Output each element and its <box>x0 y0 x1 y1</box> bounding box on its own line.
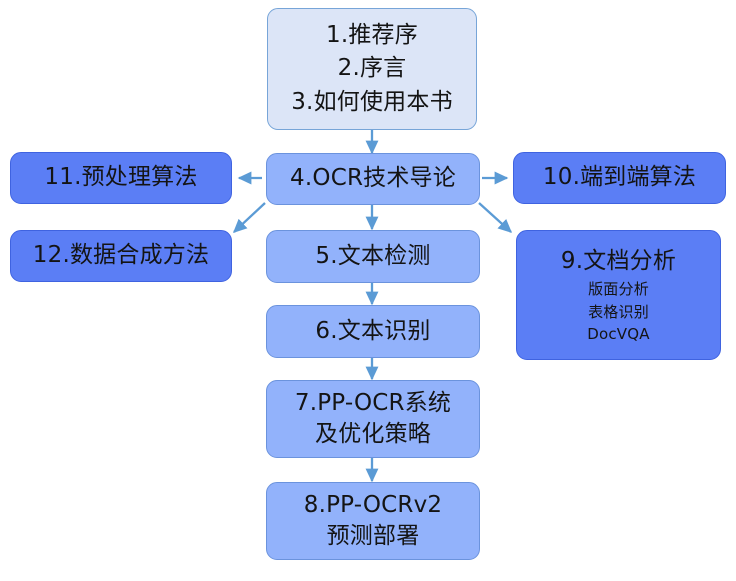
node-ch5-label: 5.文本检测 <box>315 242 431 269</box>
node-ch8-line-2: 预测部署 <box>326 523 420 549</box>
node-intro-line-3: 3.如何使用本书 <box>291 88 453 115</box>
node-ch6-label: 6.文本识别 <box>315 317 431 344</box>
node-ch9-document-analysis[interactable]: 9.文档分析 版面分析 表格识别 DocVQA <box>516 230 721 360</box>
node-ch8-line-1: 8.PP-OCRv2 <box>303 491 443 518</box>
node-ch9-label: 9.文档分析 <box>560 248 677 274</box>
node-ch6-text-recognition[interactable]: 6.文本识别 <box>266 305 480 358</box>
node-ch5-text-detection[interactable]: 5.文本检测 <box>266 230 480 283</box>
edge-ch4-to-ch9 <box>478 202 513 233</box>
node-ch4-label: 4.OCR技术导论 <box>290 165 456 192</box>
node-ch4-ocr-intro[interactable]: 4.OCR技术导论 <box>266 153 480 205</box>
node-ch11-preprocessing[interactable]: 11.预处理算法 <box>10 152 232 204</box>
node-ch7-line-1: 7.PP-OCR系统 <box>294 389 452 416</box>
node-ch9-subitem-docvqa: DocVQA <box>587 324 650 343</box>
node-ch10-end-to-end[interactable]: 10.端到端算法 <box>513 152 726 204</box>
edge-ch4-to-ch12 <box>232 202 266 233</box>
node-ch7-line-2: 及优化策略 <box>315 421 431 447</box>
node-intro-chapters[interactable]: 1.推荐序 2.序言 3.如何使用本书 <box>267 8 477 130</box>
node-ch12-label: 12.数据合成方法 <box>32 242 210 269</box>
node-intro-line-1: 1.推荐序 <box>326 21 418 48</box>
node-ch8-ppocrv2-deploy[interactable]: 8.PP-OCRv2 预测部署 <box>266 482 480 560</box>
node-ch7-ppocr-system[interactable]: 7.PP-OCR系统 及优化策略 <box>266 380 480 458</box>
node-ch9-subitem-table-recognition: 表格识别 <box>588 302 649 321</box>
node-ch10-label: 10.端到端算法 <box>542 164 697 191</box>
node-intro-line-2: 2.序言 <box>337 55 407 82</box>
node-ch9-subitem-layout-analysis: 版面分析 <box>588 280 649 299</box>
node-ch11-label: 11.预处理算法 <box>44 164 198 191</box>
node-ch12-data-synthesis[interactable]: 12.数据合成方法 <box>10 230 232 282</box>
